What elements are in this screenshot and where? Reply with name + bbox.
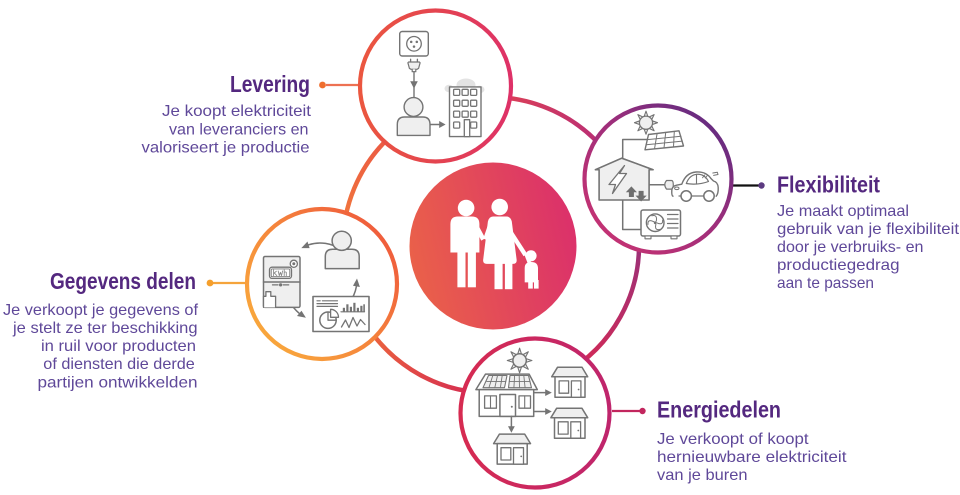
svg-text:Je verkoopt je gegevens of: Je verkoopt je gegevens of je stelt ze t…: [3, 302, 202, 392]
svg-text:Je maakt optimaal gebruik: Je maakt optimaal gebruik van je flexibi…: [777, 203, 960, 292]
svg-text:Levering: Levering: [230, 71, 310, 97]
svg-text:Je verkoopt of koopt herni: Je verkoopt of koopt hernieuwbare elektr…: [657, 431, 851, 484]
svg-text:Flexibiliteit: Flexibiliteit: [777, 172, 880, 198]
svg-text:Gegevens delen: Gegevens delen: [50, 268, 196, 294]
svg-text:Energiedelen: Energiedelen: [657, 397, 781, 423]
svg-text:Je koopt elektriciteit van: Je koopt elektriciteit van leveranciers …: [142, 103, 316, 157]
